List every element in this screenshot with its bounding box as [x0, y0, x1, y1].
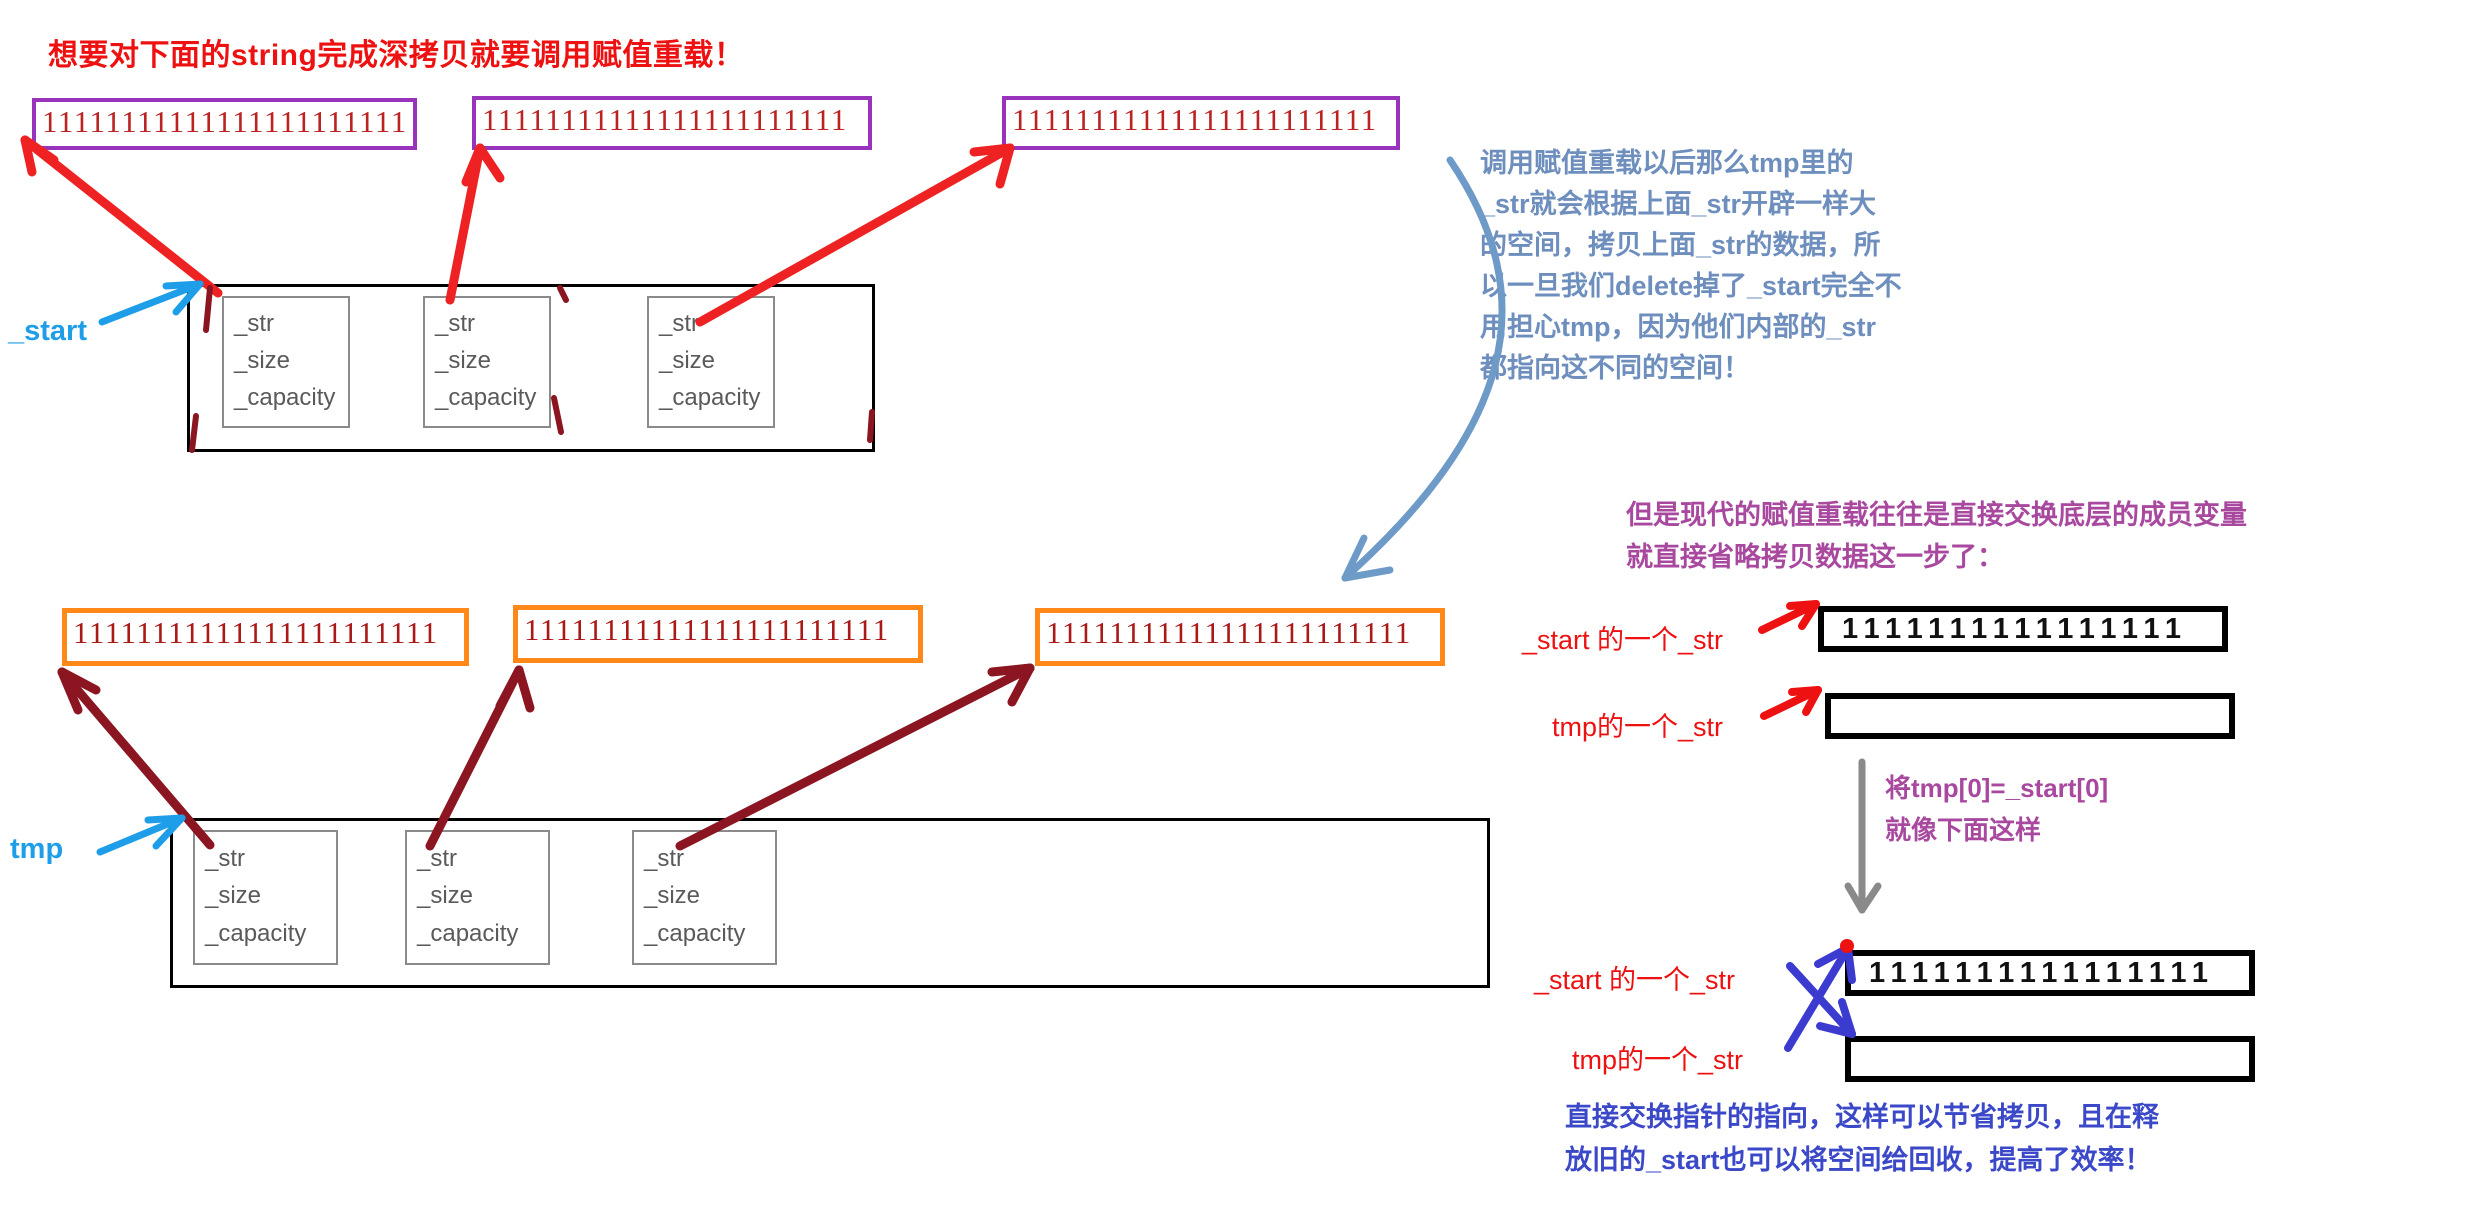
blue-explainer-text: 调用赋值重载以后那么tmp里的 _str就会根据上面_str开辟一样大 的空间，… — [1480, 148, 1902, 384]
after-start-str-label: _start 的一个_str — [1534, 965, 1736, 995]
tmp-struct-cell-3: _str _size _capacity — [632, 830, 777, 965]
tmp-vector-container — [170, 818, 1490, 988]
tmp-pointer-label: tmp — [10, 833, 64, 865]
field-size-label: _size — [644, 882, 701, 910]
before-start-buffer: 1111111111111111 — [1818, 606, 2228, 652]
field-capacity-label: _capacity — [417, 920, 519, 948]
field-size-label: _size — [417, 882, 474, 910]
after-tmp-str-label: tmp的一个_str — [1572, 1045, 1744, 1075]
start-struct-cell-2: _str _size _capacity — [423, 296, 551, 428]
purple-modern-note: 但是现代的赋值重载往往是直接交换底层的成员变量 就直接省略拷贝数据这一步了： — [1626, 500, 2247, 572]
field-size-label: _size — [205, 882, 262, 910]
field-capacity-label: _capacity — [659, 383, 761, 411]
grey-step-arrow — [1844, 758, 1882, 914]
red-arrow-before-tmp — [1760, 686, 1822, 720]
top-string-buffer-3: 11111111111111111111111 — [1002, 96, 1400, 150]
top-string-buffer-2: 11111111111111111111111 — [472, 96, 872, 150]
field-str-label: _str — [659, 310, 700, 338]
field-str-label: _str — [435, 310, 476, 338]
red-arrow-start-1 — [20, 135, 223, 298]
blue-conclusion-text: 直接交换指针的指向，这样可以节省拷贝，且在释 放旧的_start也可以将空间给回… — [1565, 1102, 2159, 1176]
purple-step-note: 将tmp[0]=_start[0] 就像下面这样 — [1885, 773, 2109, 845]
before-start-str-label: _start 的一个_str — [1522, 625, 1724, 655]
field-str-label: _str — [205, 844, 246, 872]
tmp-struct-cell-1: _str _size _capacity — [193, 830, 338, 965]
field-str-label: _str — [234, 310, 275, 338]
field-size-label: _size — [435, 346, 492, 374]
page-title: 想要对下面的string完成深拷贝就要调用赋值重载！ — [48, 39, 745, 72]
field-str-label: _str — [644, 844, 685, 872]
field-capacity-label: _capacity — [205, 920, 307, 948]
start-struct-cell-3: _str _size _capacity — [647, 296, 775, 428]
field-size-label: _size — [659, 346, 716, 374]
blue-curve-arrow — [1341, 156, 1506, 582]
blue-swap-arrow-down — [1786, 962, 1856, 1038]
field-capacity-label: _capacity — [435, 383, 537, 411]
before-tmp-buffer — [1825, 693, 2235, 739]
bottom-string-buffer-3: 11111111111111111111111 — [1035, 608, 1445, 666]
field-capacity-label: _capacity — [644, 920, 746, 948]
field-str-label: _str — [417, 844, 458, 872]
after-tmp-buffer — [1845, 1036, 2255, 1082]
start-vector-container — [187, 284, 875, 452]
field-size-label: _size — [234, 346, 291, 374]
red-arrow-start-2 — [445, 143, 505, 305]
bottom-string-buffer-2: 11111111111111111111111 — [513, 605, 923, 663]
field-capacity-label: _capacity — [234, 383, 336, 411]
before-tmp-str-label: tmp的一个_str — [1552, 712, 1724, 742]
start-pointer-arrow — [98, 280, 204, 326]
top-string-buffer-1: 11111111111111111111111 — [32, 98, 417, 150]
blue-swap-arrow-up — [1784, 944, 1856, 1052]
tmp-struct-cell-2: _str _size _capacity — [405, 830, 550, 965]
red-arrow-before-start — [1758, 600, 1820, 634]
after-start-buffer: 1111111111111111 — [1845, 950, 2255, 996]
start-pointer-label: _start — [8, 315, 87, 347]
start-struct-cell-1: _str _size _capacity — [222, 296, 350, 428]
bottom-string-buffer-1: 11111111111111111111111 — [62, 608, 469, 666]
